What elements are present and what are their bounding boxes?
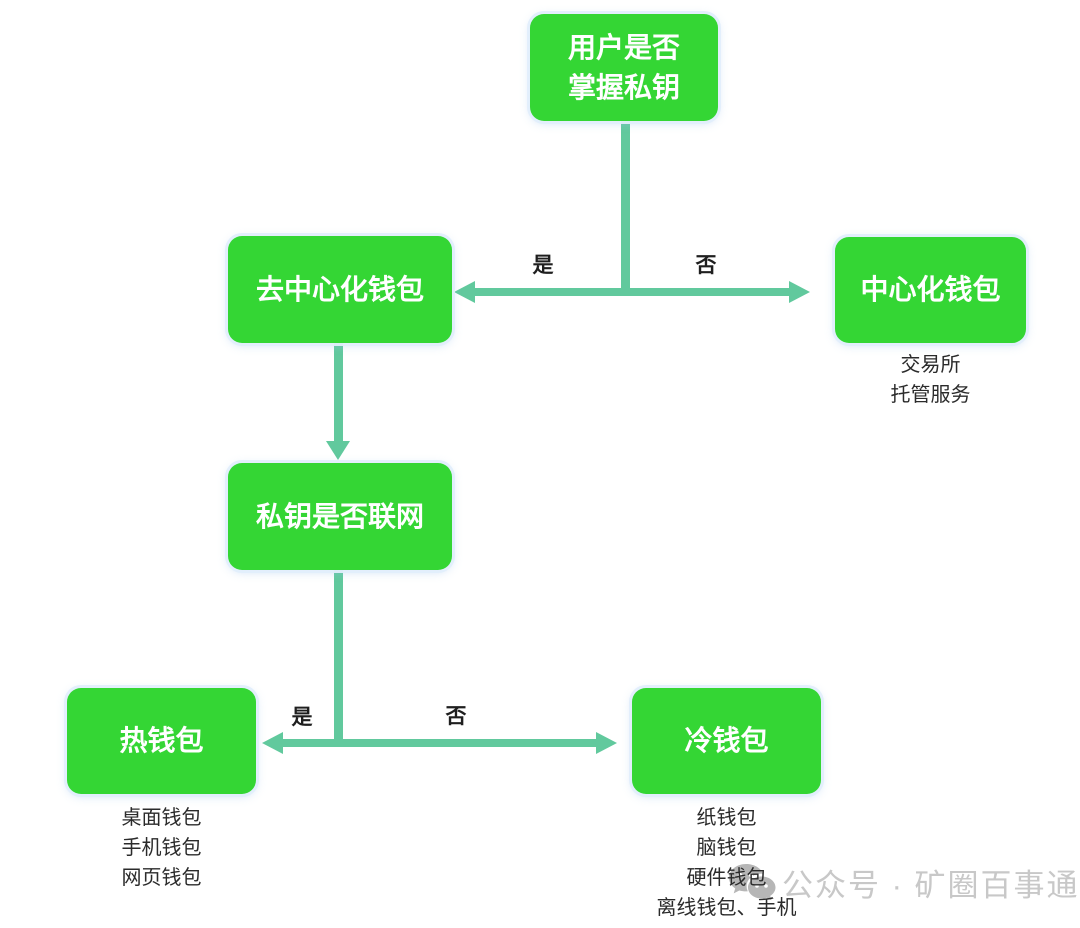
node-hot-wallet: 热钱包 [67, 688, 256, 794]
arrowhead-right-to-centralized [789, 281, 810, 303]
note-item: 离线钱包、手机 [656, 897, 797, 919]
note-item: 桌面钱包 [121, 807, 202, 829]
node-private-key-online: 私钥是否联网 [228, 463, 452, 570]
branch-label-yes-2: 是 [291, 706, 313, 729]
arrowhead-right-to-cold-wallet [596, 732, 617, 754]
note-item: 手机钱包 [121, 837, 202, 859]
node-centralized-wallet: 中心化钱包 [835, 237, 1026, 343]
connector-branch1-line [472, 288, 792, 296]
watermark: 公众号 · 矿圈百事通 [728, 860, 1080, 905]
note-item: 交易所 [900, 354, 961, 376]
connector-key-online-down [334, 570, 343, 747]
connector-root-down [621, 121, 630, 294]
note-item: 纸钱包 [696, 807, 757, 829]
branch-label-yes-1: 是 [532, 254, 554, 277]
arrowhead-left-to-hot-wallet [262, 732, 283, 754]
arrowhead-left-to-decentralized [454, 281, 475, 303]
branch-label-no-2: 否 [445, 705, 467, 728]
connector-decentralized-down [334, 343, 343, 443]
node-root-user-holds-private-key: 用户是否 掌握私钥 [530, 14, 718, 121]
cold-wallet-notes: 纸钱包 脑钱包 硬件钱包 离线钱包、手机 [612, 803, 841, 923]
node-cold-wallet: 冷钱包 [632, 688, 821, 794]
branch-label-no-1: 否 [695, 254, 717, 277]
hot-wallet-notes: 桌面钱包 手机钱包 网页钱包 [67, 803, 256, 893]
centralized-wallet-notes: 交易所 托管服务 [835, 350, 1026, 410]
note-item: 脑钱包 [696, 837, 757, 859]
watermark-text: 公众号 · 矿圈百事通 [782, 868, 1080, 903]
note-item: 网页钱包 [121, 867, 202, 889]
node-decentralized-wallet: 去中心化钱包 [228, 236, 452, 343]
chat-bubbles-icon [729, 863, 776, 900]
arrowhead-down-to-key-online [326, 441, 350, 460]
note-item: 硬件钱包 [686, 867, 767, 889]
connector-branch2-line [280, 739, 598, 747]
note-item: 托管服务 [890, 384, 971, 406]
